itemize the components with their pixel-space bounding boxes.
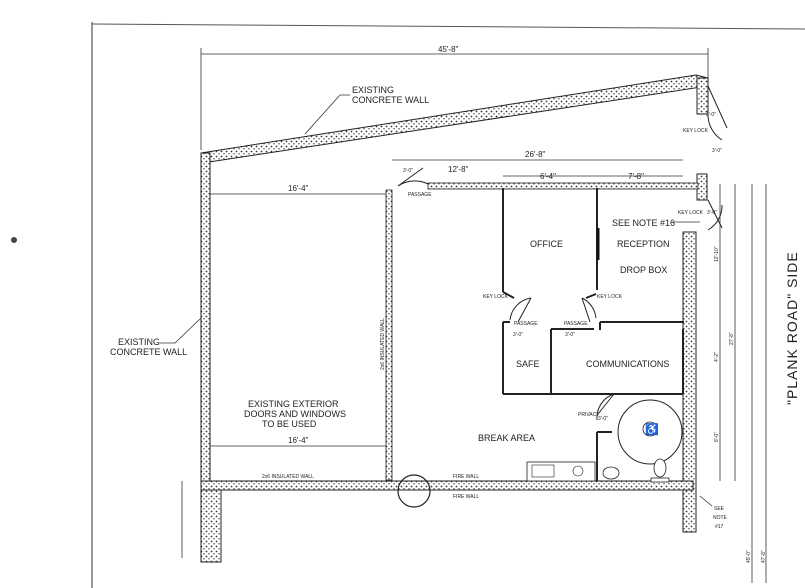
- note-see-note-17-1: SEE: [714, 506, 725, 512]
- room-label-office: OFFICE: [530, 239, 563, 249]
- door-dimension-3: 3'-0": [565, 332, 575, 338]
- sink-icon: [526, 461, 620, 482]
- fire-wall-band: [200, 480, 694, 491]
- leader-top: [304, 94, 350, 135]
- office-lower-left: [502, 291, 515, 299]
- insulated-wall-vertical: [385, 189, 393, 481]
- lower-room-width-dimension: 16'-4": [288, 436, 309, 445]
- existing-concrete-wall-slanted: [200, 74, 709, 163]
- note-existing-doors-2: DOORS AND WINDOWS: [244, 409, 346, 419]
- svg-text:♿: ♿: [645, 423, 659, 436]
- door-dimension-7: 3'-0": [707, 210, 717, 216]
- door-dimension-4: 3'-0": [598, 416, 608, 422]
- right-dimension-c: 4'-2": [714, 352, 720, 362]
- leader-note-17: [699, 495, 713, 507]
- note-see-note-16: SEE NOTE #16: [612, 218, 675, 228]
- column-circle: [397, 474, 431, 508]
- bottom-left-wall: [200, 489, 222, 563]
- note-existing-concrete-wall-top-2: CONCRETE WALL: [352, 95, 429, 105]
- right-dimension-a: 12'-10": [714, 246, 720, 262]
- hardware-passage-1: PASSAGE: [408, 192, 432, 198]
- hardware-passage-3: PASSAGE: [564, 321, 588, 327]
- accessibility-icon: ♿: [642, 421, 659, 437]
- hardware-key-lock-1: KEY LOCK: [483, 294, 509, 300]
- door-dimension-5: 3'-0": [706, 112, 716, 118]
- note-existing-concrete-wall-left-1: EXISTING: [118, 337, 160, 347]
- sheet-border-top: [91, 23, 805, 30]
- right-dimension-f: 47'-8": [761, 550, 767, 563]
- door-swings: [397, 85, 728, 421]
- note-existing-doors-1: EXISTING EXTERIOR: [248, 399, 339, 409]
- note-fire-wall-2: FIRE WALL: [453, 494, 479, 500]
- left-segment-dimension: 12'-8": [448, 165, 469, 174]
- reception-width-dimension: 7'-8": [628, 172, 644, 181]
- interior-dimension-lines: [210, 159, 767, 583]
- toilet-icon: [650, 458, 670, 483]
- door-dimension-1: 3'-0": [403, 168, 413, 174]
- room-label-drop-box: DROP BOX: [620, 265, 667, 275]
- exterior-wall-right-upper: [696, 173, 708, 201]
- hardware-key-lock-3: KEY LOCK: [683, 128, 709, 134]
- room-label-communications: COMMUNICATIONS: [586, 359, 669, 369]
- note-fire-wall-1: FIRE WALL: [453, 474, 479, 480]
- overall-dimension: [200, 48, 709, 150]
- existing-concrete-wall-left: [200, 152, 211, 482]
- note-see-note-17-2: NOTE: [713, 515, 728, 521]
- room-label-safe: SAFE: [516, 359, 540, 369]
- room-label-reception: RECEPTION: [617, 239, 670, 249]
- hardware-passage-2: PASSAGE: [514, 321, 538, 327]
- note-insulated-wall-vertical: 2x6 INSULATED WALL: [380, 318, 386, 370]
- hardware-key-lock-2: KEY LOCK: [597, 294, 623, 300]
- plank-road-side-label: "PLANK ROAD" SIDE: [784, 251, 800, 405]
- note-see-note-17-3: #17: [715, 524, 724, 530]
- office-lower-right: [585, 293, 597, 299]
- right-dimension-e: 45'-0": [746, 550, 752, 563]
- hardware-privacy: PRIVACY: [578, 412, 600, 418]
- note-existing-concrete-wall-top-1: EXISTING: [352, 85, 394, 95]
- right-dimension-b: 27'-8": [729, 332, 735, 345]
- hardware-key-lock-4: KEY LOCK: [678, 210, 704, 216]
- turning-radius-circle: [617, 399, 683, 465]
- upper-room-width-dimension: 16'-4": [288, 184, 309, 193]
- note-existing-doors-3: TO BE USED: [262, 419, 317, 429]
- room-label-break-area: BREAK AREA: [478, 433, 535, 443]
- note-insulated-wall-horizontal: 2x6 INSULATED WALL: [262, 474, 314, 480]
- interior-width-dimension: 26'-8": [525, 150, 546, 159]
- overall-width-dimension: 45'-8": [438, 45, 459, 54]
- note-existing-concrete-wall-left-2: CONCRETE WALL: [110, 347, 187, 357]
- punch-mark: [11, 237, 17, 243]
- leader-left: [160, 317, 202, 344]
- right-dimension-d: 8'-0": [714, 432, 720, 442]
- existing-concrete-wall-right-top: [696, 77, 709, 115]
- office-width-dimension: 6'-4": [540, 172, 556, 181]
- interior-wall-top: [427, 182, 699, 190]
- door-dimension-6: 3'-0": [712, 148, 722, 154]
- door-dimension-2: 3'-0": [513, 332, 523, 338]
